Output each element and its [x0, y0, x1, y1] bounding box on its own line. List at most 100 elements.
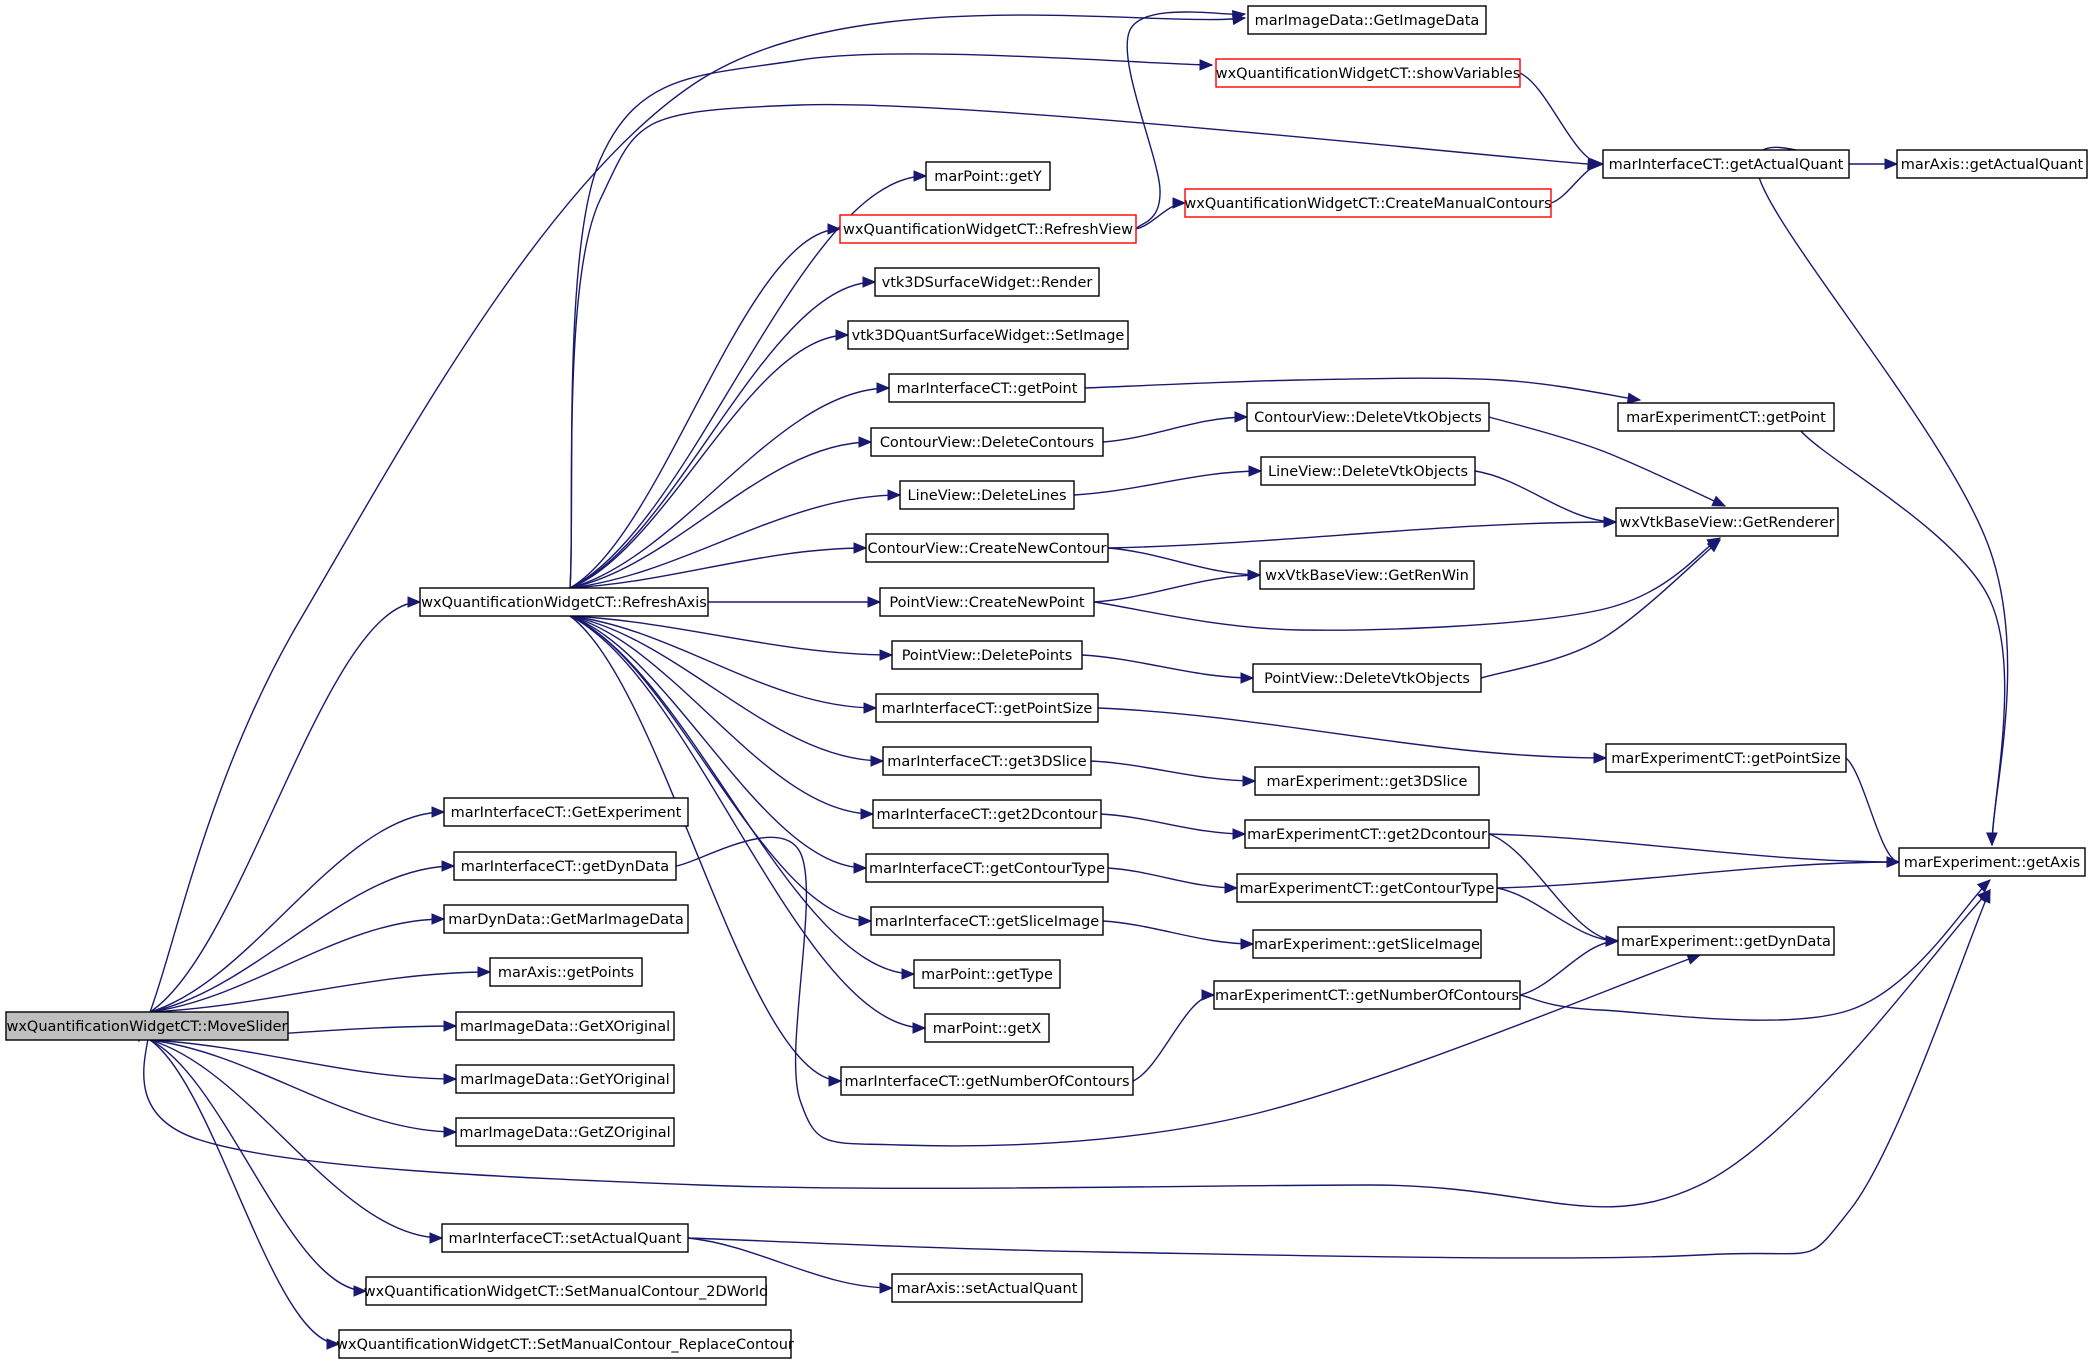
node-PV_DeleteVtk[interactable]: PointView::DeleteVtkObjects — [1252, 663, 1482, 693]
edge-line — [1102, 416, 1248, 443]
node-showVariables[interactable]: wxQuantificationWidgetCT::showVariables — [1215, 58, 1521, 88]
node-getSliceImageE[interactable]: marExperiment::getSliceImage — [1252, 929, 1482, 959]
node-box — [365, 1276, 767, 1306]
node-CreateManualContours[interactable]: wxQuantificationWidgetCT::CreateManualCo… — [1184, 188, 1552, 218]
node-GetZOriginal[interactable]: marImageData::GetZOriginal — [455, 1117, 675, 1147]
node-MoveSlider[interactable]: wxQuantificationWidgetCT::MoveSlider — [5, 1011, 289, 1041]
node-SetImage[interactable]: vtk3DQuantSurfaceWidget::SetImage — [847, 320, 1129, 350]
node-get2DcontourI[interactable]: marInterfaceCT::get2Dcontour — [872, 799, 1102, 829]
node-DeletePoints[interactable]: PointView::DeletePoints — [891, 640, 1083, 670]
node-get3DSliceI[interactable]: marInterfaceCT::get3DSlice — [882, 746, 1092, 776]
node-RefreshAxis[interactable]: wxQuantificationWidgetCT::RefreshAxis — [419, 587, 709, 617]
node-SetManual2D[interactable]: wxQuantificationWidgetCT::SetManualConto… — [364, 1276, 768, 1306]
node-GetRenWin[interactable]: wxVtkBaseView::GetRenWin — [1259, 560, 1475, 590]
edge-get2DcontourE-to-getDynDataE — [1488, 833, 1620, 947]
node-getPointE[interactable]: marExperimentCT::getPoint — [1617, 402, 1835, 432]
edge-line — [687, 1237, 893, 1289]
node-CV_DeleteVtk[interactable]: ContourView::DeleteVtkObjects — [1246, 402, 1490, 432]
edge-line — [1550, 163, 1604, 204]
node-label: marInterfaceCT::get2Dcontour — [877, 807, 1098, 823]
edge-DeleteLines-to-LV_DeleteVtk — [1073, 465, 1263, 496]
arrowhead-icon — [1626, 392, 1642, 404]
arrowhead-icon — [887, 489, 902, 501]
node-CreateNewContour[interactable]: ContourView::CreateNewContour — [865, 533, 1109, 563]
edge-RefreshAxis-to-get3DSliceI — [569, 615, 885, 767]
node-DeleteContours[interactable]: ContourView::DeleteContours — [870, 427, 1104, 457]
node-box — [5, 1011, 289, 1041]
arrowhead-icon — [1976, 879, 1991, 893]
node-getPointI[interactable]: marInterfaceCT::getPoint — [888, 373, 1086, 403]
edge-get2DcontourE-to-getAxis — [1488, 833, 1901, 868]
edge-RefreshAxis-to-getType — [569, 615, 916, 980]
arrowhead-icon — [912, 1022, 927, 1034]
edge-getContourTypeE-to-getAxis — [1496, 856, 1901, 889]
node-getContourTypeI[interactable]: marInterfaceCT::getContourType — [865, 853, 1109, 883]
edge-line — [149, 971, 491, 1013]
node-DeleteLines[interactable]: LineView::DeleteLines — [899, 480, 1075, 510]
node-GetImageData[interactable]: marImageData::GetImageData — [1247, 5, 1487, 35]
node-box — [891, 1273, 1083, 1303]
node-SetManualReplace[interactable]: wxQuantificationWidgetCT::SetManualConto… — [336, 1329, 794, 1359]
node-RefreshView[interactable]: wxQuantificationWidgetCT::RefreshView — [839, 214, 1137, 244]
node-Render[interactable]: vtk3DSurfaceWidget::Render — [874, 267, 1100, 297]
node-box — [455, 1011, 675, 1041]
node-label: marAxis::getActualQuant — [1901, 157, 2084, 173]
node-GetMarImageData[interactable]: marDynData::GetMarImageData — [443, 904, 689, 934]
arrowhead-icon — [867, 596, 882, 608]
node-getNumberOfContoursI[interactable]: marInterfaceCT::getNumberOfContours — [840, 1066, 1134, 1096]
edge-RefreshAxis-to-SetImage — [569, 329, 850, 589]
node-label: vtk3DSurfaceWidget::Render — [882, 275, 1093, 291]
node-label: marPoint::getType — [921, 967, 1053, 983]
arrowhead-icon — [1884, 158, 1899, 170]
edge-getActualQuantI-to-getActualQuantA — [1849, 158, 1899, 170]
node-getSliceImageI[interactable]: marInterfaceCT::getSliceImage — [870, 906, 1104, 936]
edge-getNumberOfContoursE-to-getDynDataE — [1519, 935, 1620, 996]
node-GetExperiment[interactable]: marInterfaceCT::GetExperiment — [443, 797, 689, 827]
node-getActualQuantI[interactable]: marInterfaceCT::getActualQuant — [1602, 149, 1850, 179]
node-box — [1184, 188, 1552, 218]
node-box — [1244, 819, 1490, 849]
node-setActualQuantA[interactable]: marAxis::setActualQuant — [891, 1273, 1083, 1303]
node-CreateNewPoint[interactable]: PointView::CreateNewPoint — [879, 587, 1095, 617]
edge-line — [1132, 994, 1215, 1082]
node-getPointSizeE[interactable]: marExperimentCT::getPointSize — [1605, 743, 1847, 773]
node-box — [888, 373, 1086, 403]
edge-showVariables-to-getActualQuantI — [1519, 72, 1605, 170]
edge-line — [1519, 72, 1604, 165]
arrowhead-icon — [326, 1338, 341, 1350]
node-GetRenderer[interactable]: wxVtkBaseView::GetRenderer — [1615, 507, 1839, 537]
node-box — [338, 1329, 792, 1359]
node-label: marExperiment::getAxis — [1904, 855, 2080, 871]
node-getNumberOfContoursE[interactable]: marExperimentCT::getNumberOfContours — [1213, 980, 1521, 1010]
node-get2DcontourE[interactable]: marExperimentCT::get2Dcontour — [1244, 819, 1490, 849]
node-GetXOriginal[interactable]: marImageData::GetXOriginal — [455, 1011, 675, 1041]
node-getContourTypeE[interactable]: marExperimentCT::getContourType — [1236, 873, 1498, 903]
node-getActualQuantA[interactable]: marAxis::getActualQuant — [1896, 149, 2088, 179]
node-GetYOriginal[interactable]: marImageData::GetYOriginal — [455, 1064, 675, 1094]
arrowhead-icon — [913, 170, 928, 182]
edge-PV_DeleteVtk-to-GetRenderer — [1480, 539, 1721, 679]
node-getY[interactable]: marPoint::getY — [925, 161, 1051, 191]
node-getType[interactable]: marPoint::getType — [913, 959, 1061, 989]
edge-line — [1107, 547, 1261, 576]
node-get3DSliceE[interactable]: marExperiment::get3DSlice — [1254, 766, 1480, 796]
edge-DeletePoints-to-PV_DeleteVtk — [1081, 654, 1255, 684]
edge-RefreshAxis-to-getY — [569, 170, 928, 589]
edge-line — [569, 228, 841, 589]
node-label: marExperimentCT::get2Dcontour — [1247, 827, 1487, 843]
node-label: marAxis::getPoints — [498, 965, 634, 981]
node-label: ContourView::DeleteContours — [880, 435, 1094, 451]
node-getAxis[interactable]: marExperiment::getAxis — [1898, 847, 2086, 877]
node-label: marInterfaceCT::getActualQuant — [1609, 157, 1844, 173]
node-setActualQuantI[interactable]: marInterfaceCT::setActualQuant — [441, 1223, 689, 1253]
edge-getActualQuantI-to-getAxis — [1756, 146, 2009, 847]
node-getPointSizeI[interactable]: marInterfaceCT::getPointSize — [875, 693, 1099, 723]
node-getX[interactable]: marPoint::getX — [924, 1013, 1050, 1043]
node-getPoints[interactable]: marAxis::getPoints — [489, 957, 643, 987]
node-LV_DeleteVtk[interactable]: LineView::DeleteVtkObjects — [1260, 456, 1476, 486]
arrowhead-icon — [1247, 569, 1262, 581]
node-getDynDataE[interactable]: marExperiment::getDynData — [1617, 926, 1835, 956]
arrowhead-icon — [858, 436, 873, 448]
node-box — [865, 853, 1109, 883]
node-getDynDataI[interactable]: marInterfaceCT::getDynData — [453, 851, 677, 881]
